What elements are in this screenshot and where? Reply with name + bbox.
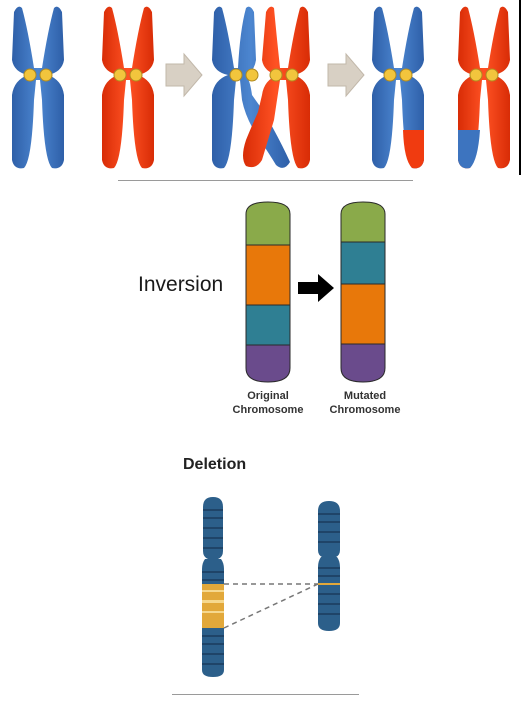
dashed-connector	[223, 583, 319, 629]
mutated-chromosome-label: Mutated	[344, 390, 386, 402]
deleted-region	[202, 584, 224, 628]
original-chromosome-label: Original	[247, 390, 289, 402]
arrow-right-icon	[298, 274, 334, 302]
original-chromosome	[202, 497, 224, 677]
divider	[172, 694, 359, 695]
mutated-chromosome	[340, 201, 386, 383]
original-chromosome-label: Chromosome	[233, 404, 304, 416]
deletion-diagram: Deletion	[183, 456, 340, 677]
mutated-chromosome	[318, 501, 340, 631]
inversion-title: Inversion	[138, 273, 223, 296]
inversion-diagram: Inversion Original Chromosome Mutated Ch…	[138, 201, 401, 416]
blue-chromosome	[12, 6, 64, 169]
recombinant-red-chromosome	[458, 6, 510, 169]
original-chromosome	[245, 201, 291, 383]
divider	[118, 180, 413, 181]
recombinant-blue-chromosome	[372, 6, 424, 169]
border-line	[519, 0, 521, 175]
mutated-chromosome-label: Chromosome	[330, 404, 401, 416]
red-chromosome	[102, 6, 154, 169]
arrow-right-icon	[327, 52, 365, 98]
crossing-chromosome-pair	[212, 6, 310, 169]
arrow-right-icon	[165, 52, 203, 98]
deletion-title: Deletion	[183, 456, 246, 473]
crossover-diagram	[12, 0, 521, 175]
